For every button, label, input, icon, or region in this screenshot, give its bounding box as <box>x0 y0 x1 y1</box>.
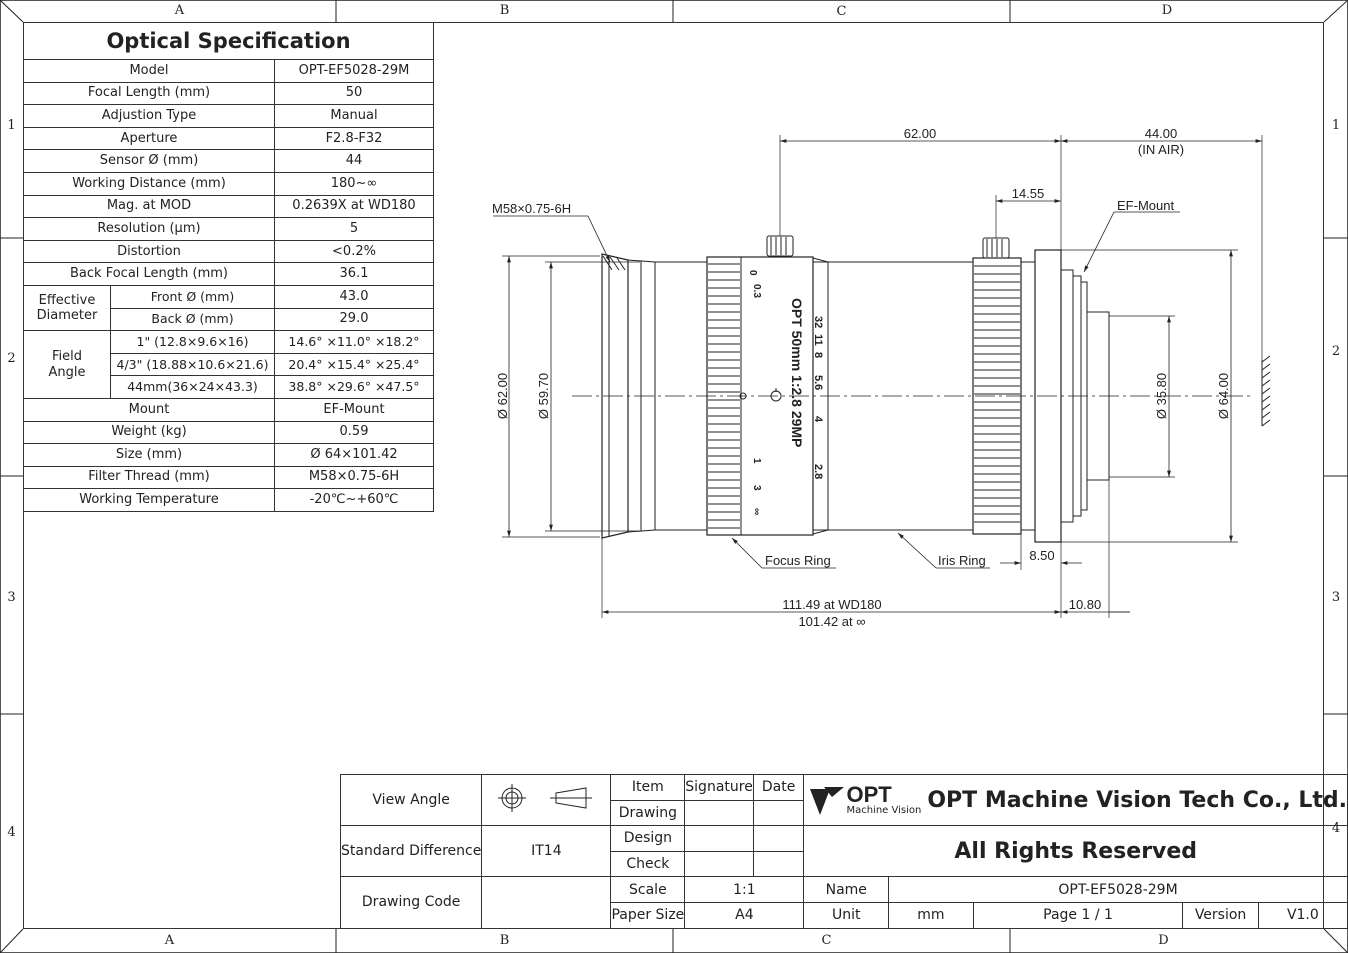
spec-label: 4/3" (18.88×10.6×21.6) <box>110 352 275 377</box>
spec-title: Optical Specification <box>23 22 434 60</box>
title-block: View Angle Item Signature Date <box>339 773 1348 929</box>
name-value: OPT-EF5028-29M <box>888 876 1348 903</box>
aperture-mark: 5.6 <box>812 375 824 390</box>
aperture-mark: 11 <box>812 334 824 346</box>
company-name: OPT Machine Vision Tech Co., Ltd. <box>927 787 1347 813</box>
aperture-mark: 8 <box>812 352 824 358</box>
spec-label: Working Distance (mm) <box>23 171 275 196</box>
unit-value: mm <box>888 901 974 929</box>
zone-col-b-top: B <box>499 3 510 18</box>
focus-mark: ∞ <box>751 508 762 515</box>
spec-label: 44mm(36×24×43.3) <box>110 375 275 399</box>
zone-col-c-bottom: C <box>821 933 832 948</box>
zone-row-3-right: 3 <box>1331 590 1341 605</box>
label-focus-ring: Focus Ring <box>765 553 831 568</box>
dim-8-50: 8.50 <box>1029 548 1054 563</box>
zone-col-a-top: A <box>174 3 185 18</box>
name-label: Name <box>803 876 890 903</box>
spec-label: Working Temperature <box>23 488 275 512</box>
opt-logo-icon <box>810 787 845 816</box>
zone-row-4-left: 4 <box>7 825 16 840</box>
spec-group-effective-diameter: Effective Diameter <box>23 284 111 332</box>
version-label: Version <box>1182 901 1259 929</box>
zone-col-b-bottom: B <box>499 933 510 948</box>
dim-101-42: 101.42 at ∞ <box>798 614 865 629</box>
standard-difference-value: IT14 <box>481 825 612 878</box>
drawing-label: Drawing <box>610 799 686 827</box>
aperture-mark: 32 <box>812 316 824 328</box>
focus-mark: 3 <box>751 485 762 491</box>
projection-symbol-icon <box>498 784 593 813</box>
view-angle-label: View Angle <box>339 773 483 827</box>
logo-subtext: Machine Vision <box>846 805 922 817</box>
design-date-cell[interactable] <box>752 825 805 852</box>
spec-label: Resolution (μm) <box>23 217 275 241</box>
zone-row-3-left: 3 <box>7 590 16 605</box>
spec-value: 20.4° ×15.4° ×25.4° <box>274 352 434 377</box>
zone-row-1-left: 1 <box>7 118 16 133</box>
all-rights-reserved: All Rights Reserved <box>803 825 1348 878</box>
spec-value: 0.59 <box>274 420 434 445</box>
dim-62: 62.00 <box>904 126 937 141</box>
design-signature-cell[interactable] <box>684 825 754 852</box>
spec-group-field-angle: Field Angle <box>23 330 111 399</box>
design-label: Design <box>610 825 686 852</box>
check-label: Check <box>610 850 686 878</box>
unit-label: Unit <box>803 901 890 929</box>
spec-value: -20℃~+60℃ <box>274 488 434 512</box>
lens-model-engraving: OPT 50mm 1:2.8 29MP <box>789 298 805 447</box>
paper-size-value: A4 <box>684 901 805 929</box>
spec-value: Manual <box>274 104 434 128</box>
scale-value: 1:1 <box>684 876 805 903</box>
item-label: Item <box>610 774 686 801</box>
aperture-mark: 4 <box>812 416 824 423</box>
zone-col-d-top: D <box>1161 3 1173 18</box>
zone-col-a-bottom: A <box>164 933 175 948</box>
dim-dia-35-80: Ø 35.80 <box>1154 373 1169 419</box>
label-thread: M58×0.75-6H <box>492 201 571 216</box>
view-angle-symbol <box>481 773 612 827</box>
scale-label: Scale <box>610 876 686 903</box>
focus-mark: 0 <box>747 270 758 276</box>
dim-10-80: 10.80 <box>1069 597 1102 612</box>
zone-col-c-top: C <box>836 4 847 19</box>
dim-dia-62: Ø 62.00 <box>495 373 510 419</box>
dim-111-49: 111.49 at WD180 <box>782 597 881 612</box>
zone-col-d-bottom: D <box>1158 933 1169 948</box>
page-number: Page 1 / 1 <box>972 901 1184 929</box>
dim-dia-64: Ø 64.00 <box>1216 373 1231 419</box>
label-ef-mount: EF-Mount <box>1117 198 1174 213</box>
spec-value: OPT-EF5028-29M <box>274 59 434 83</box>
drawing-code-label: Drawing Code <box>339 876 483 929</box>
dim-in-air: (IN AIR) <box>1138 142 1184 157</box>
focus-mark: 0.3 <box>751 284 762 298</box>
dim-44: 44.00 <box>1145 126 1178 141</box>
zone-row-1-right: 1 <box>1331 118 1341 133</box>
drawing-code-value[interactable] <box>481 876 612 929</box>
focus-mark: 1 <box>751 458 762 464</box>
dim-14-55: 14.55 <box>1012 186 1045 201</box>
standard-difference-label: Standard Difference <box>339 825 483 878</box>
paper-size-label: Paper Size <box>610 901 686 929</box>
label-iris-ring: Iris Ring <box>938 553 986 568</box>
company-header: OPT Machine Vision OPT Machine Vision Te… <box>803 773 1348 827</box>
spec-value: 14.6° ×11.0° ×18.2° <box>274 330 434 354</box>
check-signature-cell[interactable] <box>684 850 754 878</box>
drawing-date-cell[interactable] <box>752 799 805 827</box>
spec-value: 38.8° ×29.6° ×47.5° <box>274 375 434 399</box>
version-value: V1.0 <box>1257 901 1348 929</box>
check-date-cell[interactable] <box>752 850 805 878</box>
signature-label: Signature <box>684 774 754 801</box>
spec-label: Mag. at MOD <box>23 194 275 219</box>
date-label: Date <box>752 774 805 801</box>
logo-text: OPT <box>846 782 892 808</box>
zone-row-2-left: 2 <box>7 351 16 366</box>
spec-value: 0.2639X at WD180 <box>274 194 434 219</box>
drawing-signature-cell[interactable] <box>684 799 754 827</box>
zone-row-2-right: 2 <box>1331 344 1341 359</box>
dim-dia-59-70: Ø 59.70 <box>536 373 551 419</box>
aperture-mark: 2.8 <box>812 464 824 479</box>
